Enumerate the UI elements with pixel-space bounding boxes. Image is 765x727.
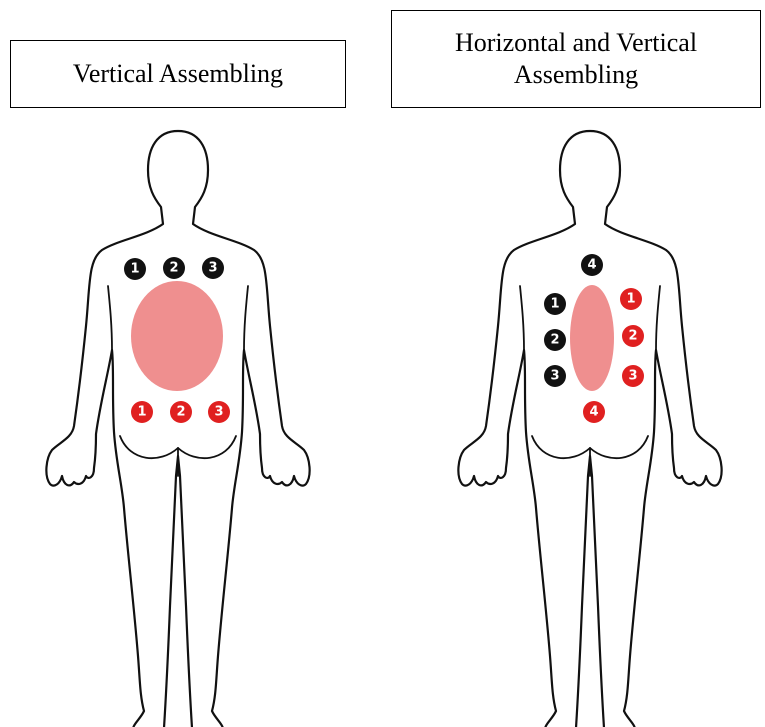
marker-label: 3 — [628, 369, 637, 384]
right-treatment-zone — [570, 285, 614, 391]
marker-black-2: 2 — [163, 257, 185, 279]
marker-label: 3 — [550, 369, 559, 384]
marker-black-2: 2 — [544, 329, 566, 351]
marker-red-3: 3 — [208, 401, 230, 423]
marker-label: 3 — [214, 405, 223, 420]
marker-label: 4 — [587, 258, 596, 273]
marker-red-4: 4 — [583, 401, 605, 423]
marker-label: 4 — [589, 405, 598, 420]
marker-black-1: 1 — [544, 293, 566, 315]
marker-black-3: 3 — [544, 365, 566, 387]
marker-label: 2 — [628, 329, 637, 344]
marker-label: 2 — [550, 333, 559, 348]
marker-black-4: 4 — [581, 254, 603, 276]
marker-label: 1 — [130, 262, 139, 277]
marker-label: 3 — [208, 261, 217, 276]
left-treatment-zone — [131, 281, 223, 391]
marker-red-1: 1 — [620, 288, 642, 310]
marker-red-1: 1 — [131, 401, 153, 423]
marker-label: 1 — [137, 405, 146, 420]
right-body-outline — [458, 131, 721, 727]
marker-black-1: 1 — [124, 258, 146, 280]
marker-black-3: 3 — [202, 257, 224, 279]
left-black-markers: 1 2 3 — [124, 257, 224, 280]
marker-red-3: 3 — [622, 365, 644, 387]
marker-red-2: 2 — [170, 401, 192, 423]
marker-label: 2 — [169, 261, 178, 276]
marker-label: 1 — [626, 292, 635, 307]
left-body-outline — [46, 131, 309, 727]
right-body-figure — [458, 131, 721, 727]
marker-red-2: 2 — [622, 325, 644, 347]
marker-label: 2 — [176, 405, 185, 420]
left-red-markers: 1 2 3 — [131, 401, 230, 423]
left-body-figure — [46, 131, 309, 727]
marker-label: 1 — [550, 297, 559, 312]
